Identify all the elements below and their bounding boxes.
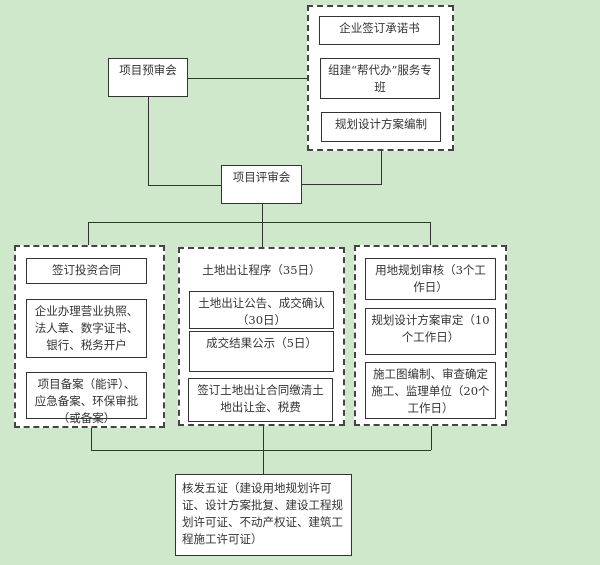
item-label: 组建“帮代办”服务专班	[328, 63, 432, 94]
top-item: 组建“帮代办”服务专班	[320, 58, 440, 99]
review-label: 项目评审会	[232, 170, 291, 184]
connector	[148, 185, 221, 186]
connector	[262, 204, 263, 247]
final-label: 核发五证（建设用地规划许可证、设计方案批复、建设工程规划许可证、不动产权证、建筑…	[182, 481, 343, 546]
pre-review-box: 项目预审会	[108, 58, 188, 97]
middle-item: 签订土地出让合同缴清土地出让金、税费	[188, 378, 333, 422]
item-label: 签订土地出让合同缴清土地出让金、税费	[197, 383, 324, 414]
review-box: 项目评审会	[221, 165, 302, 204]
connector	[263, 426, 264, 474]
right-item: 规划设计方案审定（10个工作日）	[365, 308, 496, 355]
middle-group-title: 土地出让程序（35日）	[202, 263, 321, 277]
connector	[91, 450, 431, 451]
connector	[381, 151, 382, 185]
middle-item: 土地出让公告、成交确认（30日）	[189, 291, 334, 329]
connector	[88, 222, 89, 245]
item-label: 成交结果公示（5日）	[206, 336, 317, 350]
right-item: 施工图编制、审查确定施工、监理单位（20个工作日）	[365, 362, 496, 419]
connector	[91, 428, 92, 450]
item-label: 签订投资合同	[52, 263, 121, 277]
item-label: 规划设计方案编制	[335, 117, 427, 131]
item-label: 企业签订承诺书	[339, 21, 420, 35]
item-label: 土地出让公告、成交确认（30日）	[198, 296, 325, 327]
connector	[431, 426, 432, 450]
right-item: 用地规划审核（3个工作日）	[365, 258, 496, 300]
item-label: 规划设计方案审定（10个工作日）	[371, 313, 490, 344]
connector	[88, 222, 430, 223]
item-label: 用地规划审核（3个工作日）	[375, 263, 486, 294]
final-box: 核发五证（建设用地规划许可证、设计方案批复、建设工程规划许可证、不动产权证、建筑…	[175, 474, 352, 556]
connector	[430, 222, 431, 245]
left-item: 项目备案（能评）、应急备案、环保审批（或备案）	[26, 372, 147, 425]
pre-review-label: 项目预审会	[119, 63, 177, 77]
top-item: 规划设计方案编制	[321, 112, 441, 142]
item-label: 企业办理营业执照、法人章、数字证书、银行、税务开户	[34, 304, 139, 352]
connector	[188, 78, 307, 79]
item-label: 施工图编制、审查确定施工、监理单位（20个工作日）	[371, 367, 490, 415]
left-item: 签订投资合同	[26, 258, 147, 284]
left-item: 企业办理营业执照、法人章、数字证书、银行、税务开户	[26, 299, 147, 358]
item-label: 项目备案（能评）、应急备案、环保审批（或备案）	[34, 377, 139, 425]
connector	[148, 97, 149, 185]
top-item: 企业签订承诺书	[319, 16, 440, 45]
connector	[302, 184, 381, 185]
middle-item: 成交结果公示（5日）	[189, 331, 334, 372]
